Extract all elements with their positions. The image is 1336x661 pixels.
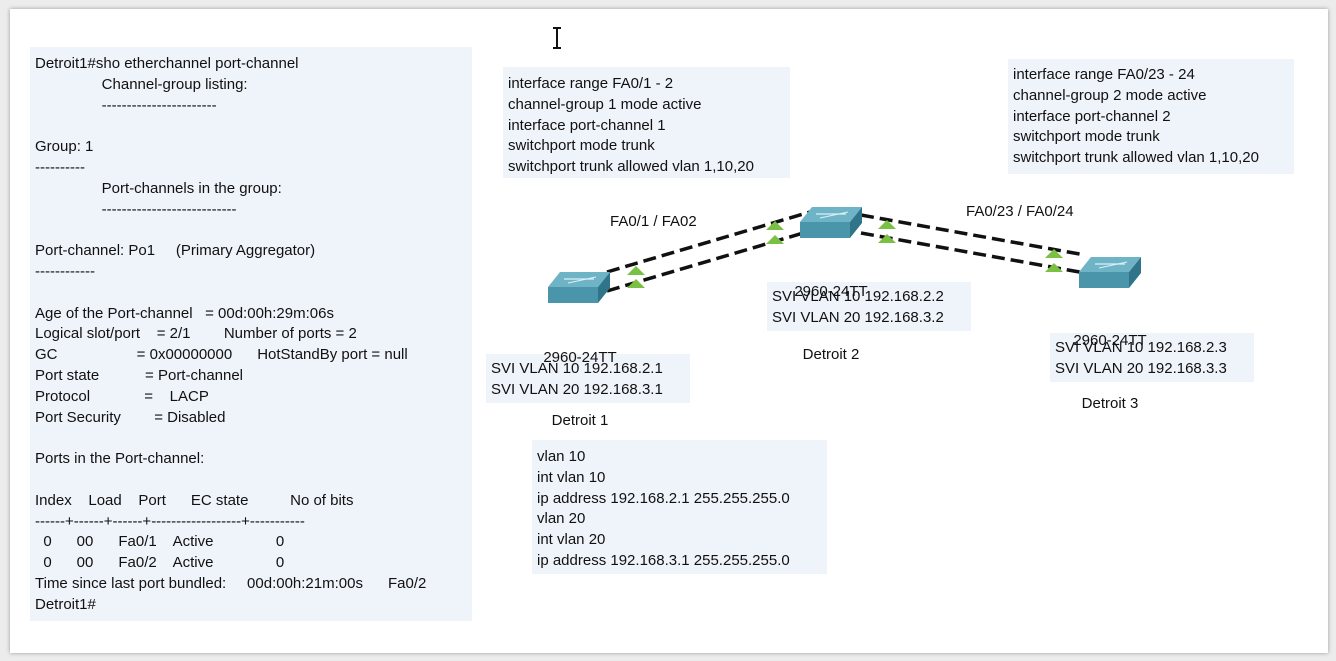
config-line: channel-group 1 mode active bbox=[508, 95, 702, 113]
config-line: switchport trunk allowed vlan 1,10,20 bbox=[508, 158, 754, 176]
config-right-panel: interface range FA0/23 - 24 channel-grou… bbox=[1008, 59, 1294, 174]
svi-line: SVI VLAN 10 192.168.2.1 bbox=[491, 360, 663, 377]
diagram-canvas: Detroit1#sho etherchannel port-channel C… bbox=[10, 9, 1328, 653]
switch-name: Detroit 3 bbox=[1081, 395, 1139, 412]
terminal-line: Group: 1 bbox=[35, 138, 94, 156]
network-topology bbox=[548, 207, 1141, 303]
vlan-config-line: int vlan 20 bbox=[537, 531, 606, 549]
switch-icon[interactable] bbox=[1079, 257, 1141, 288]
svi-line: SVI VLAN 10 192.168.2.2 bbox=[772, 288, 944, 305]
switch-icon[interactable] bbox=[548, 272, 610, 303]
svi-line: SVI VLAN 20 192.168.3.3 bbox=[1055, 359, 1227, 377]
terminal-line: ---------- bbox=[35, 158, 85, 176]
terminal-output: Detroit1#sho etherchannel port-channel C… bbox=[30, 47, 472, 621]
config-line: interface range FA0/1 - 2 bbox=[508, 75, 674, 92]
switch-name: Detroit 2 bbox=[802, 346, 860, 363]
terminal-lines: Detroit1#sho etherchannel port-channel C… bbox=[30, 47, 472, 616]
switch-label-detroit2: 2960-24TT Detroit 2 bbox=[771, 239, 891, 407]
link-label-right: FA0/23 / FA0/24 bbox=[966, 203, 1074, 220]
switch-label-detroit1: 2960-24TT Detroit 1 bbox=[520, 305, 640, 473]
vlan-config-line: vlan 10 bbox=[537, 448, 586, 465]
svi-line: SVI VLAN 10 192.168.2.3 bbox=[1055, 339, 1227, 356]
link-up-icon bbox=[878, 234, 896, 243]
vlan-config-line: int vlan 10 bbox=[537, 468, 606, 486]
terminal-line: Protocol = LACP bbox=[35, 387, 209, 405]
terminal-line: ------+------+------+------------------+… bbox=[35, 512, 305, 530]
vlan-config-lines: vlan 10 int vlan 10 ip address 192.168.2… bbox=[532, 440, 827, 572]
link-up-icon bbox=[766, 235, 784, 244]
terminal-line: Ports in the Port-channel: bbox=[35, 450, 205, 468]
terminal-line: Time since last port bundled: 00d:00h:21… bbox=[35, 574, 427, 592]
switch-model: 2960-24TT bbox=[1073, 332, 1147, 349]
vlan-config-line: vlan 20 bbox=[537, 510, 586, 528]
terminal-line: Index Load Port EC state No of bits bbox=[35, 491, 354, 509]
switch-icon[interactable] bbox=[800, 207, 862, 238]
config-line: switchport mode trunk bbox=[508, 137, 655, 155]
switch-model: 2960-24TT bbox=[543, 349, 617, 366]
config-line: switchport trunk allowed vlan 1,10,20 bbox=[1013, 149, 1259, 167]
config-line: interface port-channel 2 bbox=[1013, 107, 1171, 125]
link-up-icon bbox=[1045, 249, 1063, 258]
terminal-line: 0 00 Fa0/1 Active 0 bbox=[35, 533, 285, 551]
config-line: channel-group 2 mode active bbox=[1013, 86, 1207, 104]
text-cursor-icon bbox=[553, 27, 561, 49]
switch-name: Detroit 1 bbox=[551, 412, 609, 429]
terminal-line: Age of the Port-channel = 00d:00h:29m:06… bbox=[35, 304, 334, 322]
terminal-line: Port-channel: Po1 (Primary Aggregator) bbox=[35, 242, 316, 260]
link-up-indicators bbox=[627, 220, 1063, 288]
svi-panel-detroit1: SVI VLAN 10 192.168.2.1 SVI VLAN 20 192.… bbox=[486, 354, 690, 403]
terminal-line: ------------ bbox=[35, 262, 95, 280]
config-line: interface range FA0/23 - 24 bbox=[1013, 66, 1195, 83]
switch-label-detroit3: 2960-24TT Detroit 3 bbox=[1050, 288, 1170, 456]
link-up-icon bbox=[766, 221, 784, 230]
config-right-lines: interface range FA0/23 - 24 channel-grou… bbox=[1008, 59, 1294, 169]
svi-panel-detroit2: SVI VLAN 10 192.168.2.2 SVI VLAN 20 192.… bbox=[767, 282, 971, 331]
svi-panel-detroit3: SVI VLAN 10 192.168.2.3 SVI VLAN 20 192.… bbox=[1050, 333, 1254, 382]
config-line: interface port-channel 1 bbox=[508, 116, 666, 134]
terminal-line: Port state = Port-channel bbox=[35, 366, 244, 384]
svi-line: SVI VLAN 20 192.168.3.1 bbox=[491, 380, 663, 398]
terminal-line: ----------------------- bbox=[35, 96, 217, 114]
terminal-line: Logical slot/port = 2/1 Number of ports … bbox=[35, 325, 357, 343]
config-left-panel: interface range FA0/1 - 2 channel-group … bbox=[503, 67, 790, 178]
terminal-line: 0 00 Fa0/2 Active 0 bbox=[35, 554, 285, 572]
config-left-lines: interface range FA0/1 - 2 channel-group … bbox=[503, 67, 790, 178]
terminal-line: Detroit1#sho etherchannel port-channel bbox=[35, 55, 299, 72]
etherchannel-link-2 bbox=[860, 213, 1086, 275]
terminal-line: Port-channels in the group: bbox=[35, 179, 282, 197]
terminal-line: Detroit1# bbox=[35, 595, 96, 613]
switch-model: 2960-24TT bbox=[794, 283, 868, 300]
link-up-icon bbox=[1045, 263, 1063, 272]
config-line: switchport mode trunk bbox=[1013, 128, 1160, 146]
terminal-line: --------------------------- bbox=[35, 200, 237, 218]
vlan-config-line: ip address 192.168.2.1 255.255.255.0 bbox=[537, 489, 790, 507]
link-up-icon bbox=[627, 266, 645, 275]
vlan-config-panel: vlan 10 int vlan 10 ip address 192.168.2… bbox=[532, 440, 827, 574]
link-label-left: FA0/1 / FA02 bbox=[610, 213, 697, 230]
link-up-icon bbox=[627, 279, 645, 288]
svi-line: SVI VLAN 20 192.168.3.2 bbox=[772, 308, 944, 326]
terminal-line: Channel-group listing: bbox=[35, 75, 248, 93]
terminal-line: Port Security = Disabled bbox=[35, 408, 226, 426]
link-up-icon bbox=[878, 220, 896, 229]
vlan-config-line: ip address 192.168.3.1 255.255.255.0 bbox=[537, 551, 790, 569]
terminal-line: GC = 0x00000000 HotStandBy port = null bbox=[35, 346, 408, 364]
